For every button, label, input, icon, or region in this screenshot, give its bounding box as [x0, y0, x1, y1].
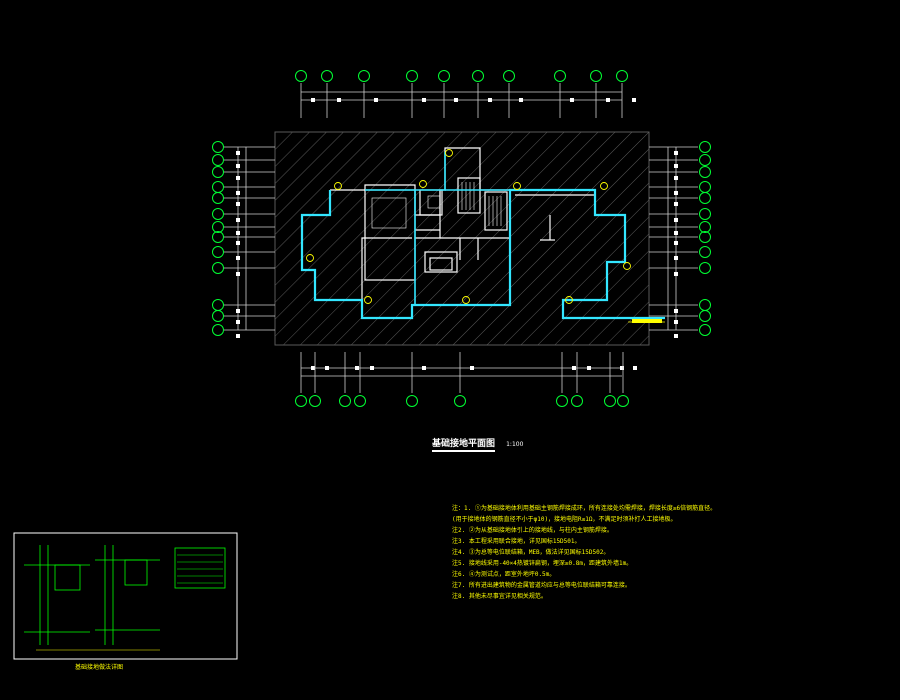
drawing-scale: 1:100 — [506, 441, 524, 448]
axis-bubble — [212, 141, 224, 153]
axis-bubble — [571, 395, 583, 407]
note-line: 注6. ④为测试点，距室外地坪0.5m。 — [452, 571, 556, 578]
axis-bubble — [699, 166, 711, 178]
axis-bubble — [212, 324, 224, 336]
axis-bubble — [212, 192, 224, 204]
note-line: 注7. 所有进出建筑物的金属管道均应与总等电位联结箱可靠连接。 — [452, 582, 631, 589]
note-line: 注3. 本工程采用联合接地，详见国标15D501。 — [452, 538, 581, 545]
axis-bubble — [438, 70, 450, 82]
drawing-title-block: 基础接地平面图 1:100 — [432, 431, 524, 452]
axis-bubbles — [212, 70, 711, 407]
axis-bubble — [212, 262, 224, 274]
axis-bubble — [604, 395, 616, 407]
design-notes: 注：1. ①为基础接地体利用基础主钢筋焊接成环，所有连接处均需焊接，焊接长度≥6… — [452, 503, 892, 602]
axis-bubble — [454, 395, 466, 407]
ground-marker — [565, 296, 573, 304]
axis-bubble — [212, 221, 224, 233]
axis-bubble — [358, 70, 370, 82]
axis-bubble — [295, 395, 307, 407]
ground-marker — [334, 182, 342, 190]
grounding-markers — [306, 149, 631, 304]
detail-caption: 基础接地做法详图 — [75, 664, 124, 671]
axis-bubble — [699, 310, 711, 322]
axis-bubble — [699, 154, 711, 166]
axis-bubble — [699, 192, 711, 204]
ground-marker — [462, 296, 470, 304]
ground-marker — [306, 254, 314, 262]
ground-marker — [419, 180, 427, 188]
ground-marker — [364, 296, 372, 304]
axis-bubble — [321, 70, 333, 82]
axis-bubble — [699, 141, 711, 153]
axis-bubble — [616, 70, 628, 82]
ground-marker — [623, 262, 631, 270]
axis-bubble — [309, 395, 321, 407]
stair-and-fixtures — [371, 182, 502, 229]
note-line: 注5. 接地线采用-40×4热镀锌扁钢，埋深≥0.8m，距建筑外墙1m。 — [452, 560, 633, 567]
axis-bubble — [406, 70, 418, 82]
note-line: (用于接地体的钢筋直径不小于φ10)，接地电阻R≤1Ω，不满足时须补打人工接地极… — [452, 516, 677, 523]
note-line: 注4. ③为总等电位联结箱，MEB，做法详见国标15D502。 — [452, 549, 610, 556]
axis-bubble — [556, 395, 568, 407]
axis-bubble — [212, 154, 224, 166]
axis-bubble — [295, 70, 307, 82]
axis-bubble — [472, 70, 484, 82]
ground-marker — [445, 149, 453, 157]
axis-bubble — [554, 70, 566, 82]
axis-bubble — [339, 395, 351, 407]
note-line: 注：1. ①为基础接地体利用基础主钢筋焊接成环，所有连接处均需焊接，焊接长度≥6… — [452, 505, 717, 512]
axis-bubble — [212, 246, 224, 258]
axis-bubble — [699, 324, 711, 336]
axis-bubble — [699, 262, 711, 274]
axis-bubble — [354, 395, 366, 407]
detail-frame — [13, 532, 238, 660]
axis-bubble — [212, 208, 224, 220]
axis-bubble — [699, 208, 711, 220]
note-line: 注2. ②为从基础接地体引上的接地线，与柱内主钢筋焊接。 — [452, 527, 613, 534]
axis-bubble — [212, 166, 224, 178]
axis-bubble — [212, 310, 224, 322]
axis-bubble — [617, 395, 629, 407]
axis-bubble — [699, 231, 711, 243]
axis-bubble — [699, 246, 711, 258]
axis-bubble — [406, 395, 418, 407]
ground-marker — [513, 182, 521, 190]
axis-bubble — [590, 70, 602, 82]
axis-bubble — [699, 221, 711, 233]
note-line: 注8. 其他未尽事宜详见相关规范。 — [452, 593, 547, 600]
drawing-title: 基础接地平面图 — [432, 439, 496, 452]
dimension-lines — [224, 83, 698, 393]
axis-bubble — [503, 70, 515, 82]
axis-bubble — [212, 231, 224, 243]
ground-marker — [600, 182, 608, 190]
test-point-label — [632, 319, 662, 323]
